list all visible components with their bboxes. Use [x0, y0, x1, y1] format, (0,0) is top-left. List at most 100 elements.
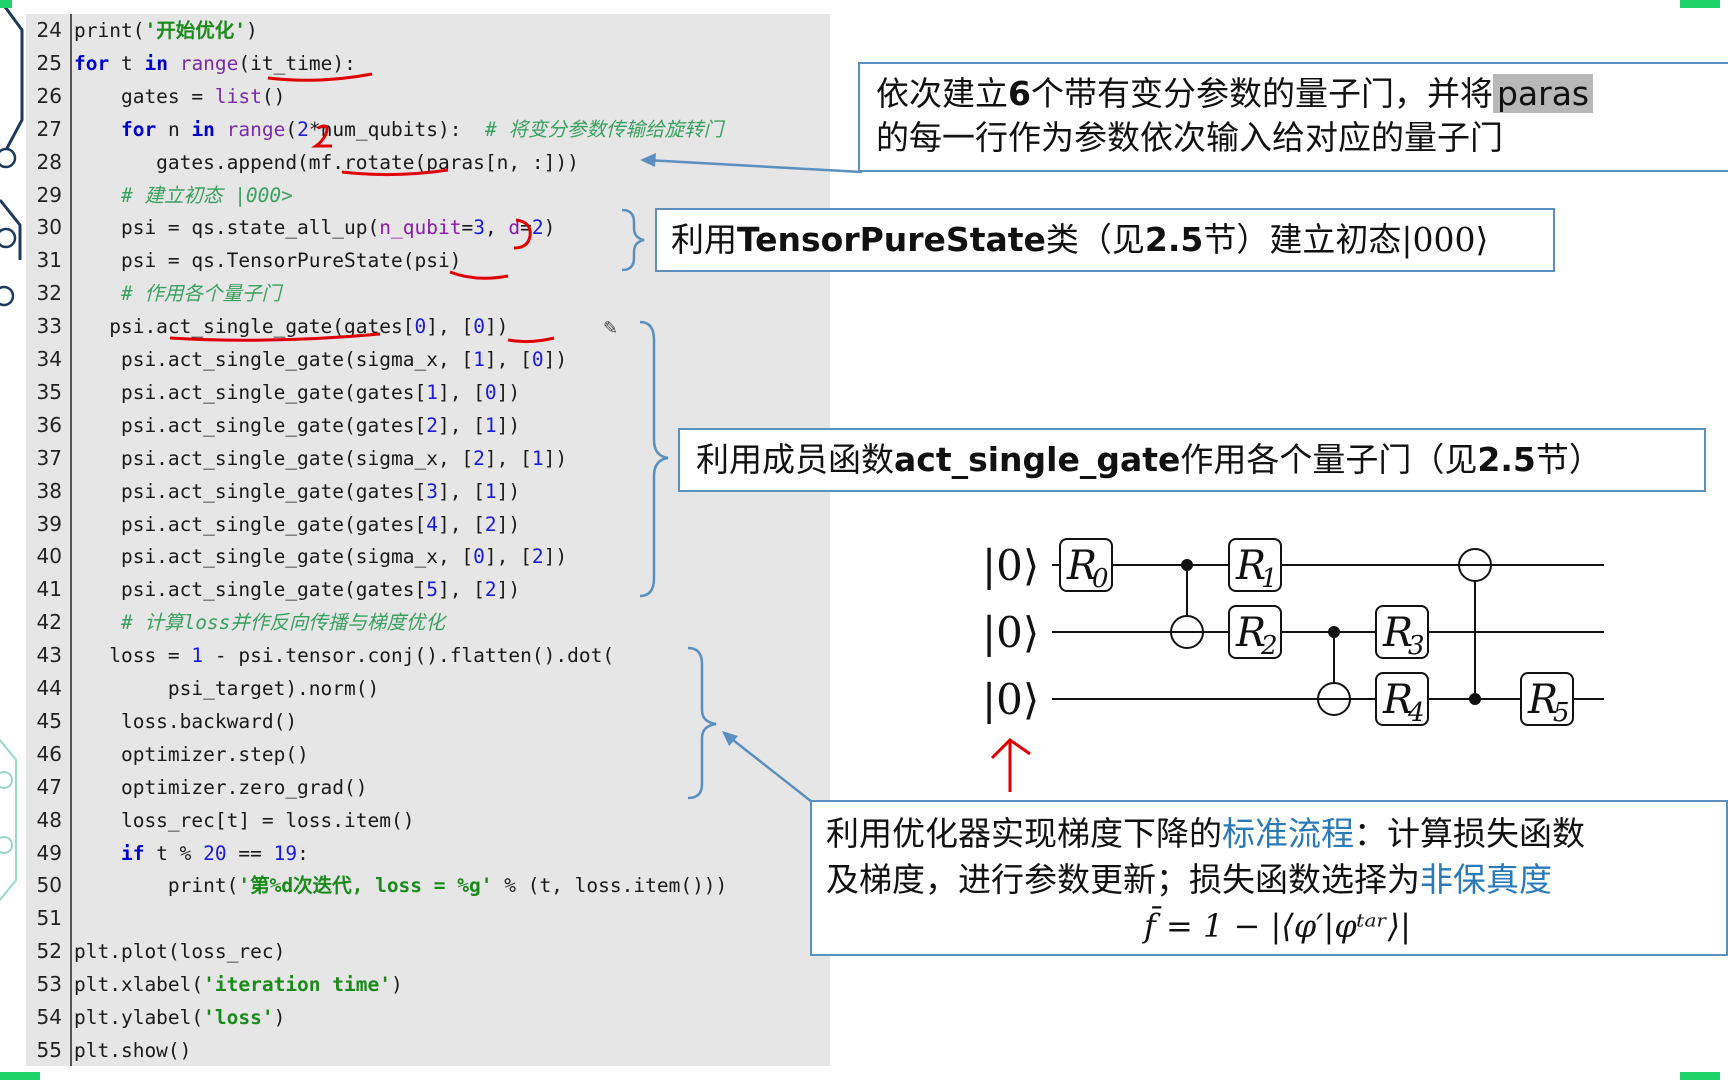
- qubit-input-label: |0⟩: [982, 675, 1039, 724]
- fidelity-formula: f̄ = 1 − |⟨φ′|φᵗᵃʳ⟩|: [1144, 907, 1411, 945]
- line-number: 28: [36, 149, 62, 174]
- line-number: 25: [36, 50, 62, 75]
- gate-subscript: 1: [1261, 564, 1278, 594]
- code-line: 48 loss_rec[t] = loss.item(): [26, 804, 826, 837]
- callout-optimizer: 利用优化器实现梯度下降的标准流程：计算损失函数 及梯度，进行参数更新；损失函数选…: [810, 800, 1728, 956]
- line-number: 44: [36, 676, 62, 700]
- line-number: 42: [36, 610, 62, 635]
- line-number: 27: [36, 116, 62, 141]
- line-number: 43: [36, 643, 62, 668]
- line-number: 26: [36, 83, 62, 108]
- gate-subscript: 3: [1408, 631, 1425, 661]
- code-line: 42 # 计算loss并作反向传播与梯度优化: [26, 606, 826, 639]
- code-text: psi.act_single_gate(sigma_x, [0], [2]): [74, 545, 568, 569]
- gate-subscript: 5: [1553, 698, 1570, 728]
- line-number: 47: [36, 774, 62, 799]
- code-line: 37 psi.act_single_gate(sigma_x, [2], [1]…: [26, 442, 826, 475]
- code-text: psi.act_single_gate(gates[2], [1]): [74, 413, 521, 437]
- line-number: 32: [36, 281, 62, 306]
- corner-accent: [0, 0, 12, 8]
- code-text: gates.append(mf.rotate(paras[n, :])): [74, 150, 579, 174]
- code-line: 51: [26, 902, 826, 935]
- slide-decoration: [0, 0, 24, 901]
- code-text: # 建立初态 |000>: [120, 183, 293, 207]
- gate-box: [1375, 605, 1429, 659]
- line-number: 31: [36, 248, 62, 273]
- code-text: # 作用各个量子门: [120, 282, 281, 306]
- code-text: psi.act_single_gate(sigma_x, [1], [0]): [74, 348, 568, 371]
- gate-label: R: [1235, 610, 1266, 656]
- qubit-input-label: |0⟩: [982, 541, 1039, 590]
- code-line: 28 gates.append(mf.rotate(paras[n, :])): [26, 146, 826, 179]
- code-text: optimizer.step(): [74, 742, 309, 766]
- code-line: 47 optimizer.zero_grad(): [26, 771, 826, 804]
- code-text: print('开始优化'): [74, 19, 258, 42]
- line-number: 29: [36, 182, 62, 207]
- line-number: 46: [36, 741, 62, 766]
- code-line: 49 if t % 20 == 19:: [26, 837, 826, 870]
- line-number: 24: [36, 18, 62, 42]
- gate-label: R: [1382, 610, 1413, 656]
- gate-box: [1375, 672, 1429, 726]
- code-text: optimizer.zero_grad(): [74, 775, 368, 799]
- code-text: print('第%d次迭代, loss = %g' % (t, loss.ite…: [74, 874, 728, 898]
- line-number: 38: [36, 478, 62, 503]
- gate-subscript: 4: [1407, 698, 1425, 728]
- gate-box: [1228, 605, 1282, 659]
- code-line: 33 psi.act_single_gate(gates[0], [0]): [26, 310, 826, 343]
- line-number: 50: [36, 873, 62, 898]
- line-number: 37: [36, 445, 62, 470]
- gate-label: R: [1066, 543, 1097, 589]
- code-line: 44 psi_target).norm(): [26, 672, 826, 705]
- line-number: 34: [36, 347, 62, 371]
- line-number: 55: [36, 1037, 62, 1062]
- code-text: plt.ylabel('loss'): [74, 1006, 286, 1029]
- code-line: 40 psi.act_single_gate(sigma_x, [0], [2]…: [26, 540, 826, 573]
- code-line: 41 psi.act_single_gate(gates[5], [2]): [26, 573, 826, 606]
- code-line: 31 psi = qs.TensorPureState(psi): [26, 244, 826, 277]
- line-number: 33: [36, 314, 62, 339]
- line-number: 40: [36, 544, 62, 569]
- code-text: psi.act_single_gate(gates[4], [2]): [74, 512, 521, 536]
- code-text: psi = qs.TensorPureState(psi): [74, 249, 462, 273]
- line-number: 51: [36, 906, 62, 931]
- code-text: if t % 20 == 19:: [120, 841, 309, 865]
- code-text: loss.backward(): [74, 709, 298, 733]
- line-number: 53: [36, 972, 62, 997]
- code-text: loss_rec[t] = loss.item(): [74, 808, 415, 832]
- code-text: plt.xlabel('iteration time'): [74, 973, 403, 997]
- code-text: psi.act_single_gate(sigma_x, [2], [1]): [74, 446, 568, 470]
- code-text: psi = qs.state_all_up(n_qubit=3, d=2): [74, 216, 556, 240]
- code-line: 38 psi.act_single_gate(gates[3], [1]): [26, 475, 826, 508]
- code-line: 35 psi.act_single_gate(gates[1], [0]): [26, 376, 826, 409]
- code-line: 45 loss.backward(): [26, 705, 826, 738]
- line-number: 52: [36, 939, 62, 964]
- line-number: 35: [36, 379, 62, 404]
- callout-initial-state: 利用TensorPureState类（见2.5节）建立初态|000⟩: [655, 208, 1555, 272]
- gate-label: R: [1235, 543, 1266, 589]
- gate-label: R: [1527, 677, 1558, 723]
- gate-subscript: 2: [1260, 631, 1278, 661]
- gate-box: [1059, 538, 1113, 592]
- code-line: 27 for n in range(2*num_qubits): # 将变分参数…: [26, 113, 826, 146]
- code-text: plt.show(): [74, 1038, 192, 1062]
- code-line: 39 psi.act_single_gate(gates[4], [2]): [26, 508, 826, 541]
- code-text: gates = list(): [74, 84, 286, 108]
- code-line: 24 print('开始优化'): [26, 14, 826, 47]
- code-text: psi_target).norm(): [74, 677, 380, 700]
- code-line: 43 loss = 1 - psi.tensor.conj().flatten(…: [26, 639, 826, 672]
- code-line: 32 # 作用各个量子门: [26, 277, 826, 310]
- line-number: 49: [36, 840, 62, 865]
- code-line: 36 psi.act_single_gate(gates[2], [1]): [26, 409, 826, 442]
- code-line: 29 # 建立初态 |000>: [26, 179, 826, 212]
- gate-label: R: [1382, 677, 1413, 723]
- corner-accent: [0, 1072, 40, 1080]
- code-line: 46 optimizer.step(): [26, 738, 826, 771]
- line-number: 54: [36, 1005, 62, 1029]
- code-text: # 计算loss并作反向传播与梯度优化: [120, 611, 445, 635]
- code-line: 34 psi.act_single_gate(sigma_x, [1], [0]…: [26, 343, 826, 376]
